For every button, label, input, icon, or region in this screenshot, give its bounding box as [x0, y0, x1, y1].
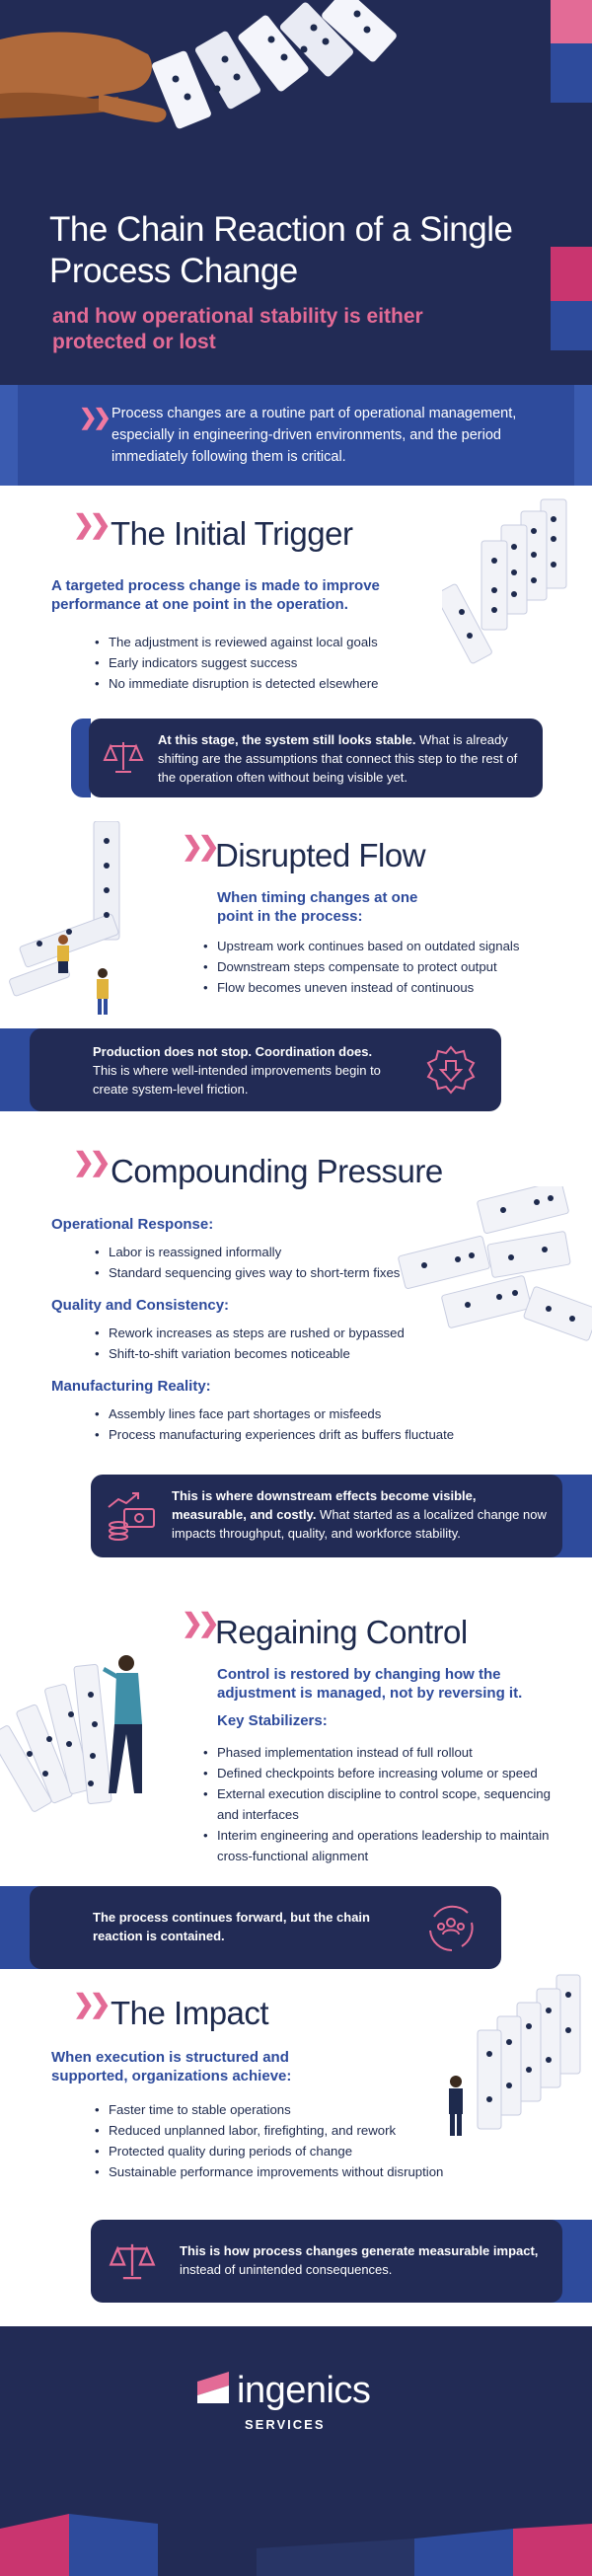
balance-scale-icon [109, 2243, 156, 2280]
people-dominoes-illustration [9, 821, 120, 1015]
list-item: Reduced unplanned labor, firefighting, a… [91, 2120, 466, 2141]
list-item: Sustainable performance improvements wit… [91, 2161, 466, 2182]
section-compounding-pressure: ❯❯ Compounding Pressure Operational Resp… [0, 1137, 592, 1606]
list-item: Interim engineering and operations leade… [199, 1825, 574, 1866]
section-disrupted-flow: ❯❯ Disrupted Flow When timing changes at… [0, 821, 592, 1137]
list-item: Downstream steps compensate to protect o… [199, 956, 574, 977]
subheading: Key Stabilizers: [217, 1712, 328, 1729]
list-item: Assembly lines face part shortages or mi… [91, 1403, 545, 1424]
section-title: The Initial Trigger [111, 515, 353, 552]
footer-stripes [0, 2514, 592, 2576]
bullet-list: Faster time to stable operations Reduced… [91, 2099, 466, 2182]
section-initial-trigger: ❯❯ The Initial Trigger A targeted proces… [0, 486, 592, 821]
list-item: Early indicators suggest success [91, 652, 446, 673]
bullet-list: Rework increases as steps are rushed or … [91, 1323, 446, 1364]
standing-dominoes-illustration [449, 1974, 581, 2136]
bullet-list: Upstream work continues based on outdate… [199, 936, 574, 998]
brand-tagline: SERVICES [245, 2417, 326, 2432]
callout-text: What started as a localized change now i… [172, 1507, 547, 1541]
callout-bold: The process continues forward, but the c… [93, 1910, 370, 1943]
list-item: Rework increases as steps are rushed or … [91, 1323, 446, 1343]
hero-stripe-blue [551, 43, 592, 103]
list-item: Upstream work continues based on outdate… [199, 936, 574, 956]
callout-bold: At this stage, the system still looks st… [158, 732, 416, 747]
section-title: The Impact [111, 1995, 269, 2031]
intro-text: Process changes are a routine part of op… [111, 406, 517, 465]
list-item: Phased implementation instead of full ro… [199, 1742, 574, 1763]
list-item: Standard sequencing gives way to short-t… [91, 1262, 426, 1283]
list-item: Shift-to-shift variation becomes noticea… [91, 1343, 446, 1364]
balance-scale-icon [103, 742, 144, 773]
callout-bold: Production does not stop. Coordination d… [93, 1044, 373, 1059]
page-title: The Chain Reaction of a Single Process C… [49, 210, 513, 290]
group-heading: Operational Response: [51, 1216, 214, 1233]
list-item: External execution discipline to control… [199, 1783, 574, 1825]
callout-bold: This is where downstream effects become … [172, 1488, 477, 1522]
chevron-icon: ❯❯ [182, 1608, 220, 1637]
callout-text: What is already shifting are the assumpt… [158, 732, 518, 785]
chevron-icon: ❯❯ [73, 509, 111, 539]
section-lead: Control is restored by changing how the … [217, 1666, 523, 1702]
bullet-list: Phased implementation instead of full ro… [199, 1742, 574, 1866]
hero-stripe-magenta [551, 247, 592, 301]
brand-name: ingenics [237, 2370, 371, 2411]
section-regaining-control: ❯❯ Regaining Control Control is restored… [0, 1606, 592, 1971]
chevron-icon: ❯❯ [79, 405, 111, 429]
bullet-list: Labor is reassigned informally Standard … [91, 1242, 426, 1283]
section-the-impact: ❯❯ The Impact When execution is structur… [0, 1971, 592, 2326]
callout-box: Production does not stop. Coordination d… [30, 1028, 501, 1111]
chevron-icon: ❯❯ [73, 1989, 111, 2018]
hero-banner: The Chain Reaction of a Single Process C… [0, 0, 592, 385]
hero-stripe-pink [551, 0, 592, 43]
section-lead: When timing changes at one point in the … [217, 889, 418, 925]
callout-box: This is where downstream effects become … [91, 1475, 562, 1557]
callout-bold: This is how process changes generate mea… [180, 2243, 539, 2258]
money-chart-icon [108, 1492, 155, 1541]
group-heading: Manufacturing Reality: [51, 1378, 211, 1395]
hero-stripe-blue-2 [551, 301, 592, 350]
callout-text: instead of unintended consequences. [180, 2262, 393, 2277]
chevron-icon: ❯❯ [73, 1147, 111, 1176]
list-item: Process manufacturing experiences drift … [91, 1424, 545, 1445]
callout-box: This is how process changes generate mea… [91, 2220, 562, 2303]
section-lead: When execution is structured and support… [51, 2049, 292, 2084]
callout-box: At this stage, the system still looks st… [89, 719, 543, 797]
group-heading: Quality and Consistency: [51, 1297, 230, 1314]
list-item: Labor is reassigned informally [91, 1242, 426, 1262]
callout-box: The process continues forward, but the c… [30, 1886, 501, 1969]
section-title: Compounding Pressure [111, 1153, 443, 1189]
section-title: Regaining Control [215, 1614, 468, 1650]
ingenics-logo-icon [197, 2372, 229, 2403]
bullet-list: The adjustment is reviewed against local… [91, 632, 446, 694]
person-holding-dominoes-illustration [0, 1655, 142, 1812]
list-item: The adjustment is reviewed against local… [91, 632, 446, 652]
list-item: Flow becomes uneven instead of continuou… [199, 977, 574, 998]
list-item: Faster time to stable operations [91, 2099, 466, 2120]
section-lead: A targeted process change is made to imp… [51, 577, 380, 613]
hand-dominoes-illustration [0, 0, 397, 129]
callout-text: This is where well-intended improvements… [93, 1063, 381, 1097]
team-circle-icon [429, 1905, 474, 1952]
section-title: Disrupted Flow [215, 837, 426, 873]
falling-dominoes-illustration [442, 498, 567, 664]
footer: ingenics SERVICES [0, 2326, 592, 2576]
page-subtitle: and how operational stability is either … [52, 305, 423, 353]
bullet-list: Assembly lines face part shortages or mi… [91, 1403, 545, 1445]
intro-band: ❯❯ Process changes are a routine part of… [0, 385, 592, 486]
list-item: Defined checkpoints before increasing vo… [199, 1763, 574, 1783]
gear-arrow-icon [426, 1045, 476, 1095]
chevron-icon: ❯❯ [182, 831, 220, 861]
list-item: Protected quality during periods of chan… [91, 2141, 466, 2161]
list-item: No immediate disruption is detected else… [91, 673, 446, 694]
